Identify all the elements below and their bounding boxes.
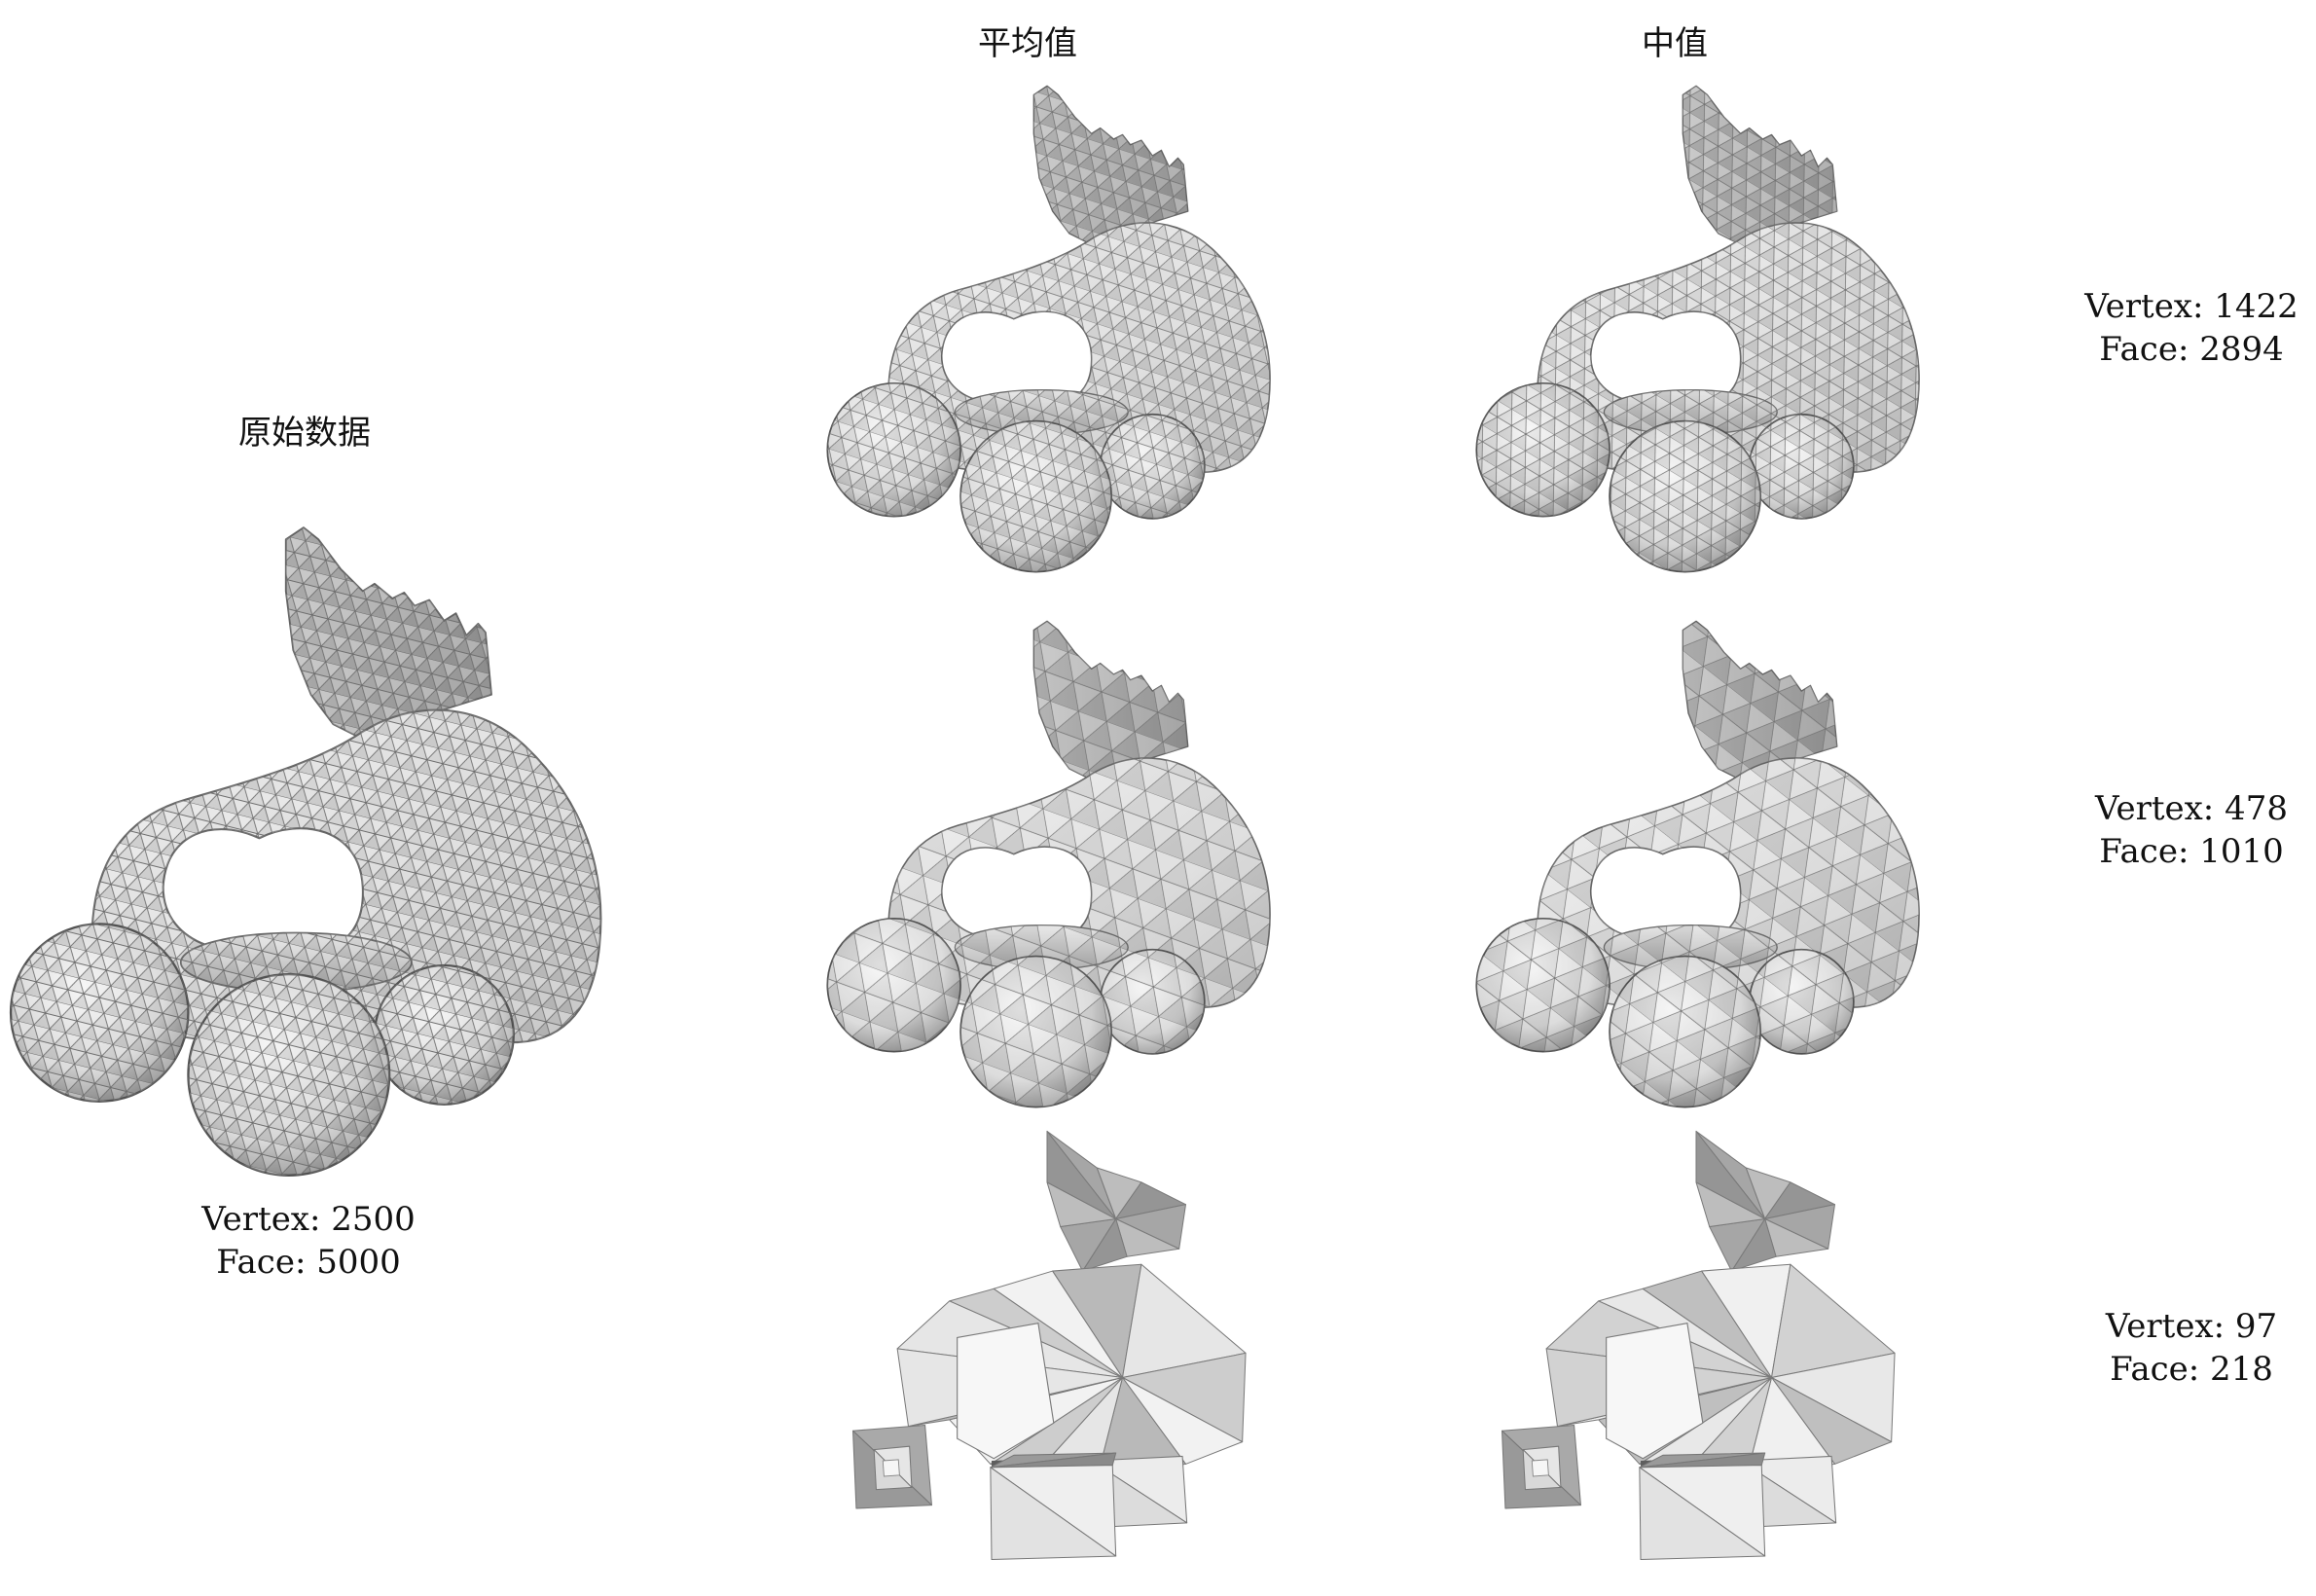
mesh-sphere-right-wireframe xyxy=(1100,414,1205,519)
mesh-tube-wireframe xyxy=(1604,389,1778,435)
mesh-sphere-left-wireframe xyxy=(11,924,189,1102)
mesh-mean-row-1 xyxy=(826,85,1271,573)
mesh-sphere-middle-wireframe xyxy=(960,420,1112,572)
mesh-sphere-right-wireframe xyxy=(1749,949,1854,1054)
column-header-median: 中值 xyxy=(1642,24,1708,63)
mesh-sphere-left-wireframe xyxy=(1476,918,1610,1052)
mesh-fin-wireframe xyxy=(1683,621,1837,780)
mesh-sphere-left-wireframe xyxy=(1476,382,1610,517)
column-header-mean: 平均值 xyxy=(978,24,1077,63)
row-3-vertex-count: Vertex: 97 xyxy=(2105,1307,2277,1346)
mesh-sphere-left-wireframe xyxy=(827,382,961,517)
mesh-renders xyxy=(9,85,1920,1560)
row-2-face-count: Face: 1010 xyxy=(2099,832,2284,871)
mesh-sphere-middle-wireframe xyxy=(188,974,390,1176)
mesh-fin-wireframe xyxy=(1033,86,1188,245)
mesh-median-row-1 xyxy=(1475,85,1920,573)
mesh-sphere-middle-wireframe xyxy=(1610,956,1761,1107)
mesh-sphere-right-wireframe xyxy=(374,964,514,1105)
mesh-cube-middle-face xyxy=(990,1467,1117,1560)
mesh-sphere-middle-wireframe xyxy=(960,956,1112,1107)
row-3-face-count: Face: 218 xyxy=(2110,1350,2273,1389)
mesh-fin-wireframe xyxy=(1033,621,1188,780)
mesh-sphere-left-wireframe xyxy=(827,918,961,1052)
mesh-tube-wireframe xyxy=(955,925,1129,970)
mesh-tube-wireframe xyxy=(1604,925,1778,970)
mesh-body-hole xyxy=(957,1322,1055,1460)
mesh-cube-left-core xyxy=(882,1459,900,1477)
mesh-fin-wireframe xyxy=(285,527,492,740)
mesh-fin-facet xyxy=(1695,1130,1766,1219)
mesh-cube-middle-face xyxy=(1639,1467,1766,1560)
mesh-fin-wireframe xyxy=(1683,86,1837,245)
mesh-tube-wireframe xyxy=(180,932,412,993)
row-2-vertex-count: Vertex: 478 xyxy=(2094,789,2288,828)
mesh-sphere-middle-wireframe xyxy=(1610,420,1761,572)
mesh-median-row-2 xyxy=(1475,620,1920,1108)
mesh-mean-row-3 xyxy=(851,1130,1247,1560)
original-face-count: Face: 5000 xyxy=(216,1243,401,1282)
mesh-cube-left-core xyxy=(1531,1459,1549,1477)
mesh-median-row-3 xyxy=(1501,1130,1896,1560)
mesh-body-hole xyxy=(1606,1322,1704,1460)
column-header-original: 原始数据 xyxy=(238,414,371,453)
row-1-vertex-count: Vertex: 1422 xyxy=(2083,287,2298,326)
mesh-sphere-right-wireframe xyxy=(1100,949,1205,1054)
mesh-mean-row-2 xyxy=(826,620,1271,1108)
mesh-fin-facet xyxy=(1046,1130,1117,1219)
original-vertex-count: Vertex: 2500 xyxy=(200,1200,416,1239)
mesh-original xyxy=(9,526,602,1177)
mesh-sphere-right-wireframe xyxy=(1749,414,1854,519)
row-1-face-count: Face: 2894 xyxy=(2099,330,2284,369)
mesh-tube-wireframe xyxy=(955,389,1129,435)
